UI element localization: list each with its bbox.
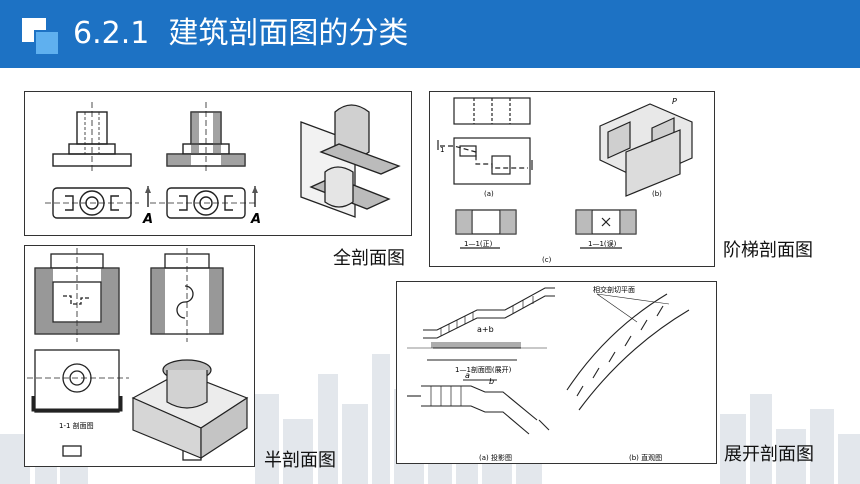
label-a: (a): [484, 190, 494, 198]
dim-a: a: [465, 371, 470, 380]
page-title: 6.2.1 建筑剖面图的分类: [73, 16, 409, 51]
plane-label: 相交剖切平面: [593, 285, 635, 294]
perspective-label: (b) 直观图: [629, 453, 662, 462]
stacked-squares-icon: [22, 18, 60, 56]
sec-front-label: 1—1(正): [464, 240, 493, 248]
figure-stepped-section: P (a) (b) 1—1(正) 1—1(误) (c) 1: [429, 91, 715, 267]
half-section-label: 1-1 剖面图: [59, 421, 94, 430]
dim-b: b: [489, 377, 494, 386]
caption-half-section: 半剖面图: [264, 450, 336, 471]
dim-a-plus-b: a+b: [477, 325, 494, 334]
projection-label: (a) 投影图: [479, 453, 512, 462]
figure-half-section: 1-1 剖面图: [24, 245, 255, 467]
sec-wrong-label: 1—1(误): [588, 239, 617, 248]
label-b: (b): [652, 190, 662, 198]
figure-unfolded-section: a+b 1—1剖面图(展开) a b 相交剖切平面 (a) 投影图 (b) 直观…: [396, 281, 717, 464]
unfolded-section-label: 1—1剖面图(展开): [455, 365, 512, 374]
caption-full-section: 全剖面图: [333, 248, 405, 269]
cut-label-a-left: A: [142, 212, 153, 227]
plane-label-p: P: [672, 97, 677, 106]
cut-mark-1: 1: [440, 146, 444, 154]
header-bar: 6.2.1 建筑剖面图的分类: [0, 0, 860, 68]
half-section-drawing: 1-1 剖面图: [27, 248, 249, 461]
full-section-drawing: A A: [45, 102, 401, 227]
stepped-section-drawing: P (a) (b) 1—1(正) 1—1(误) (c) 1: [437, 97, 693, 264]
label-c: (c): [542, 256, 552, 264]
caption-stepped-section: 阶梯剖面图: [723, 240, 813, 261]
unfolded-section-drawing: a+b 1—1剖面图(展开) a b 相交剖切平面 (a) 投影图 (b) 直观…: [407, 285, 690, 462]
cut-label-a-right: A: [250, 212, 261, 227]
caption-unfolded-section: 展开剖面图: [724, 444, 814, 465]
figure-full-section: A A: [24, 91, 412, 236]
